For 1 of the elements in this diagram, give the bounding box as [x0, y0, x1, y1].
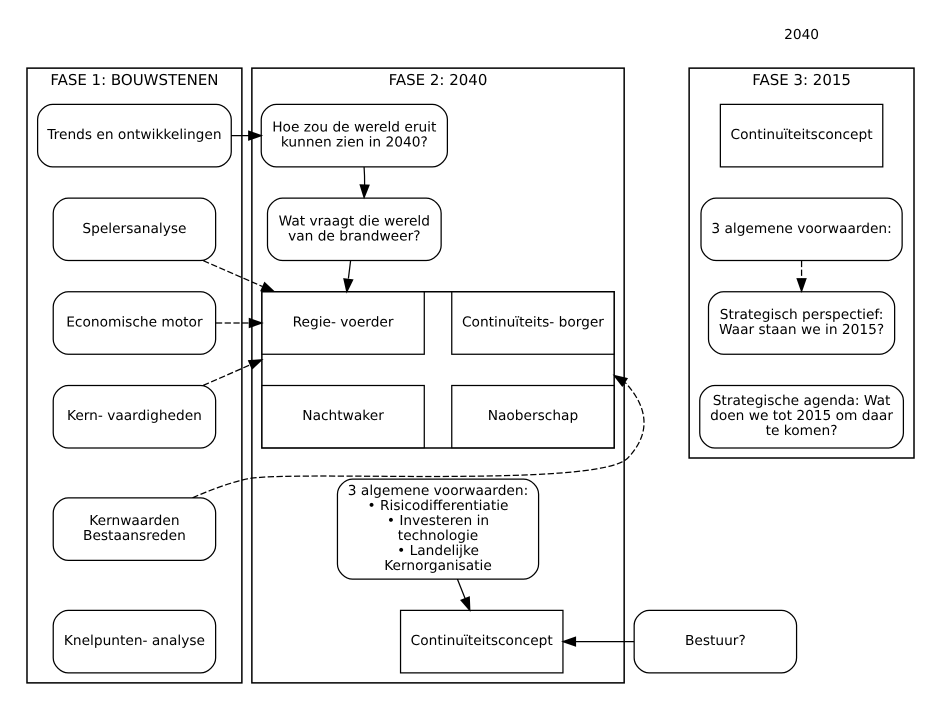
label: 2040	[784, 27, 820, 44]
